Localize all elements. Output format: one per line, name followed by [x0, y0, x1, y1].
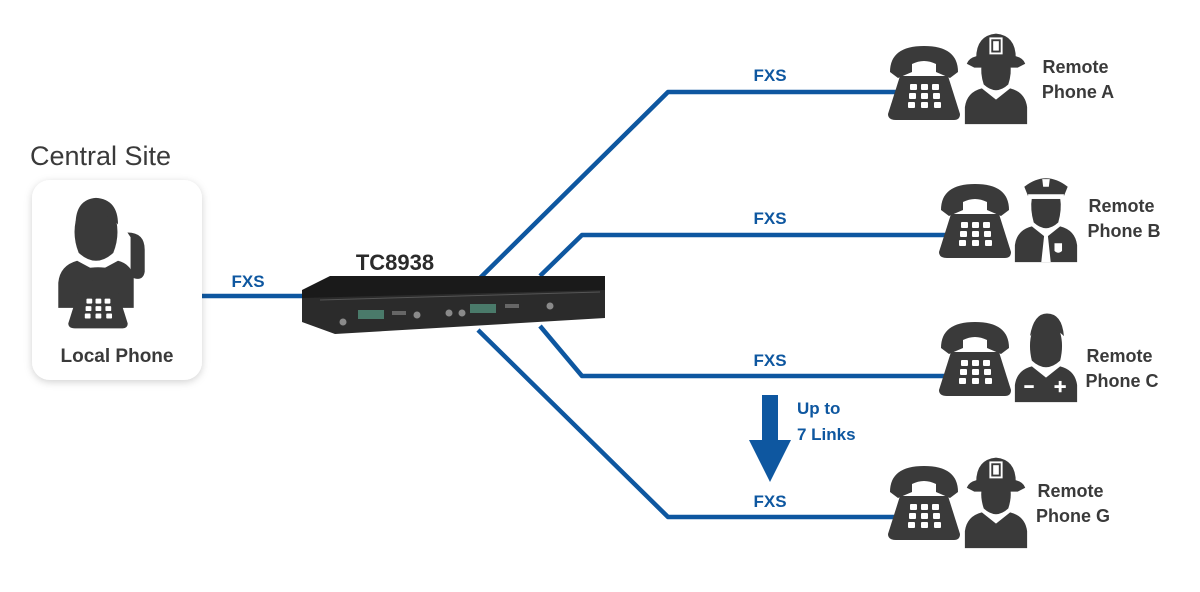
link-line-phone-g: [476, 328, 900, 520]
link-label-phone-b: FXS: [753, 209, 786, 228]
device-name: TC8938: [356, 250, 434, 275]
link-label-phone-c: FXS: [753, 351, 786, 370]
tc8938-device: TC8938: [302, 250, 605, 334]
device-front-panel: [302, 290, 605, 334]
remote-phone-a: Remote Phone A FXS: [753, 33, 1114, 125]
link-label-phone-a: FXS: [753, 66, 786, 85]
link-label-phone-g: FXS: [753, 492, 786, 511]
remote-phone-b-label: Remote Phone B: [1087, 196, 1160, 241]
desk-phone-icon: [888, 46, 960, 120]
local-phone-label: Local Phone: [61, 346, 174, 367]
link-line-phone-a: [476, 89, 900, 282]
desk-phone-icon: [68, 267, 128, 329]
link-label-local: FXS: [231, 272, 264, 291]
desk-phone-icon: [939, 184, 1011, 258]
remote-phone-c: Remote Phone C FXS: [753, 313, 1159, 403]
link-lines: [138, 89, 955, 520]
remote-phone-c-label: Remote Phone C: [1085, 346, 1158, 391]
expansion-indicator: Up to 7 Links: [749, 395, 856, 482]
link-line-phone-b: [538, 232, 955, 278]
firefighter-icon: [964, 457, 1028, 549]
remote-phone-b: Remote Phone B FXS: [753, 178, 1161, 263]
remote-phone-g: Remote Phone G FXS: [753, 457, 1110, 549]
police-officer-icon: [1014, 178, 1078, 263]
remote-phone-a-label: Remote Phone A: [1042, 57, 1114, 102]
remote-phone-g-label: Remote Phone G: [1036, 481, 1110, 526]
central-site: Central Site Local Phone: [30, 141, 202, 380]
link-line-phone-c: [538, 324, 955, 379]
expansion-note: Up to 7 Links: [797, 399, 856, 444]
down-arrow-icon: [749, 395, 791, 482]
medic-icon: [1014, 313, 1078, 403]
desk-phone-icon: [939, 322, 1011, 396]
central-site-title: Central Site: [30, 141, 171, 171]
firefighter-icon: [964, 33, 1028, 125]
device-panel-details: [339, 302, 554, 326]
desk-phone-icon: [888, 466, 960, 540]
